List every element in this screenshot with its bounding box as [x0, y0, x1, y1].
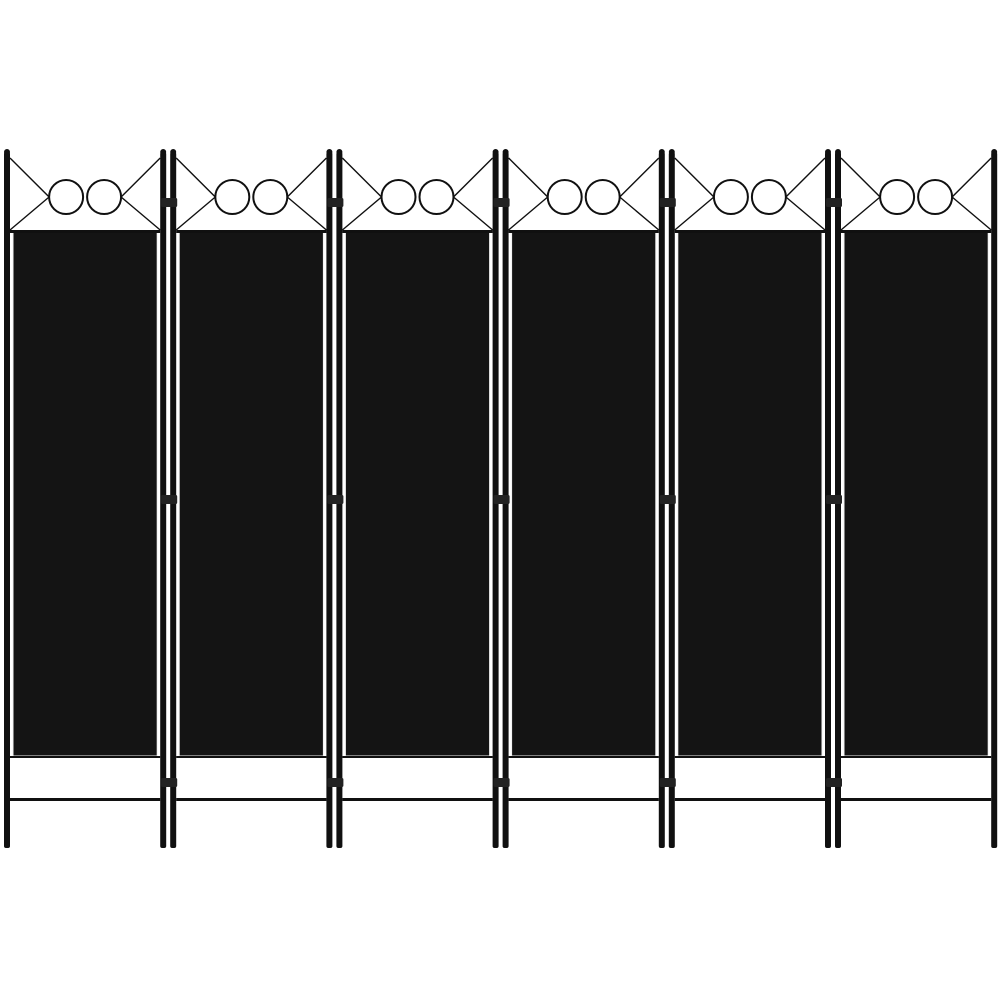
lower-cross-bar — [674, 798, 825, 801]
ornament-ring — [750, 179, 787, 215]
lower-cross-bar — [508, 798, 659, 801]
hinge-clip — [161, 778, 178, 787]
top-rail — [674, 230, 825, 233]
post-cap — [991, 149, 998, 155]
ornament-ring — [584, 179, 621, 215]
fabric-bottom-rail — [508, 756, 659, 758]
frame-post-left — [4, 152, 10, 848]
lower-cross-bar — [10, 798, 161, 801]
hinge-clip — [493, 495, 510, 504]
frame-post-right — [991, 152, 998, 848]
hinge-clip — [327, 778, 344, 787]
hinge-clip — [659, 495, 676, 504]
fabric-panel — [677, 231, 823, 757]
fabric-bottom-rail — [674, 756, 825, 758]
post-cap — [326, 149, 333, 155]
top-rail — [176, 230, 327, 233]
ornament-ring — [546, 179, 583, 215]
fabric-panel — [178, 231, 324, 757]
lower-cross-bar — [841, 798, 992, 801]
fabric-panel — [511, 231, 657, 757]
post-cap — [4, 149, 10, 155]
fabric-panel — [843, 231, 989, 757]
top-rail — [342, 230, 493, 233]
post-cap — [835, 149, 841, 155]
fabric-bottom-rail — [176, 756, 327, 758]
top-rail — [841, 230, 992, 233]
fabric-panel — [12, 231, 158, 757]
post-cap — [825, 149, 831, 155]
hinge-clip — [659, 778, 676, 787]
top-rail — [508, 230, 659, 233]
fabric-bottom-rail — [10, 756, 161, 758]
ornament-ring — [86, 179, 123, 215]
post-cap — [658, 149, 665, 155]
hinge-clip — [659, 198, 676, 207]
ornament-ring — [252, 179, 289, 215]
lower-cross-bar — [342, 798, 493, 801]
ornament-ring — [214, 179, 251, 215]
ornament-ring — [917, 179, 954, 215]
post-cap — [170, 149, 177, 155]
lower-cross-bar — [176, 798, 327, 801]
hinge-clip — [826, 778, 842, 787]
hinge-clip — [493, 778, 510, 787]
post-cap — [492, 149, 499, 155]
post-cap — [160, 149, 167, 155]
fabric-bottom-rail — [841, 756, 992, 758]
hinge-clip — [826, 198, 842, 207]
hinge-clip — [161, 198, 178, 207]
hinge-clip — [327, 495, 344, 504]
ornament-ring — [712, 179, 749, 215]
ornament-ring — [380, 179, 417, 215]
fabric-panel — [344, 231, 491, 757]
top-rail — [10, 230, 161, 233]
hinge-clip — [327, 198, 344, 207]
post-cap — [502, 149, 509, 155]
post-cap — [668, 149, 675, 155]
fabric-bottom-rail — [342, 756, 493, 758]
ornament-ring — [418, 179, 455, 215]
hinge-clip — [826, 495, 842, 504]
ornament-ring — [48, 179, 85, 215]
ornament-ring — [879, 179, 916, 215]
hinge-clip — [161, 495, 178, 504]
folding-screen — [4, 149, 998, 848]
hinge-clip — [493, 198, 510, 207]
post-cap — [336, 149, 343, 155]
